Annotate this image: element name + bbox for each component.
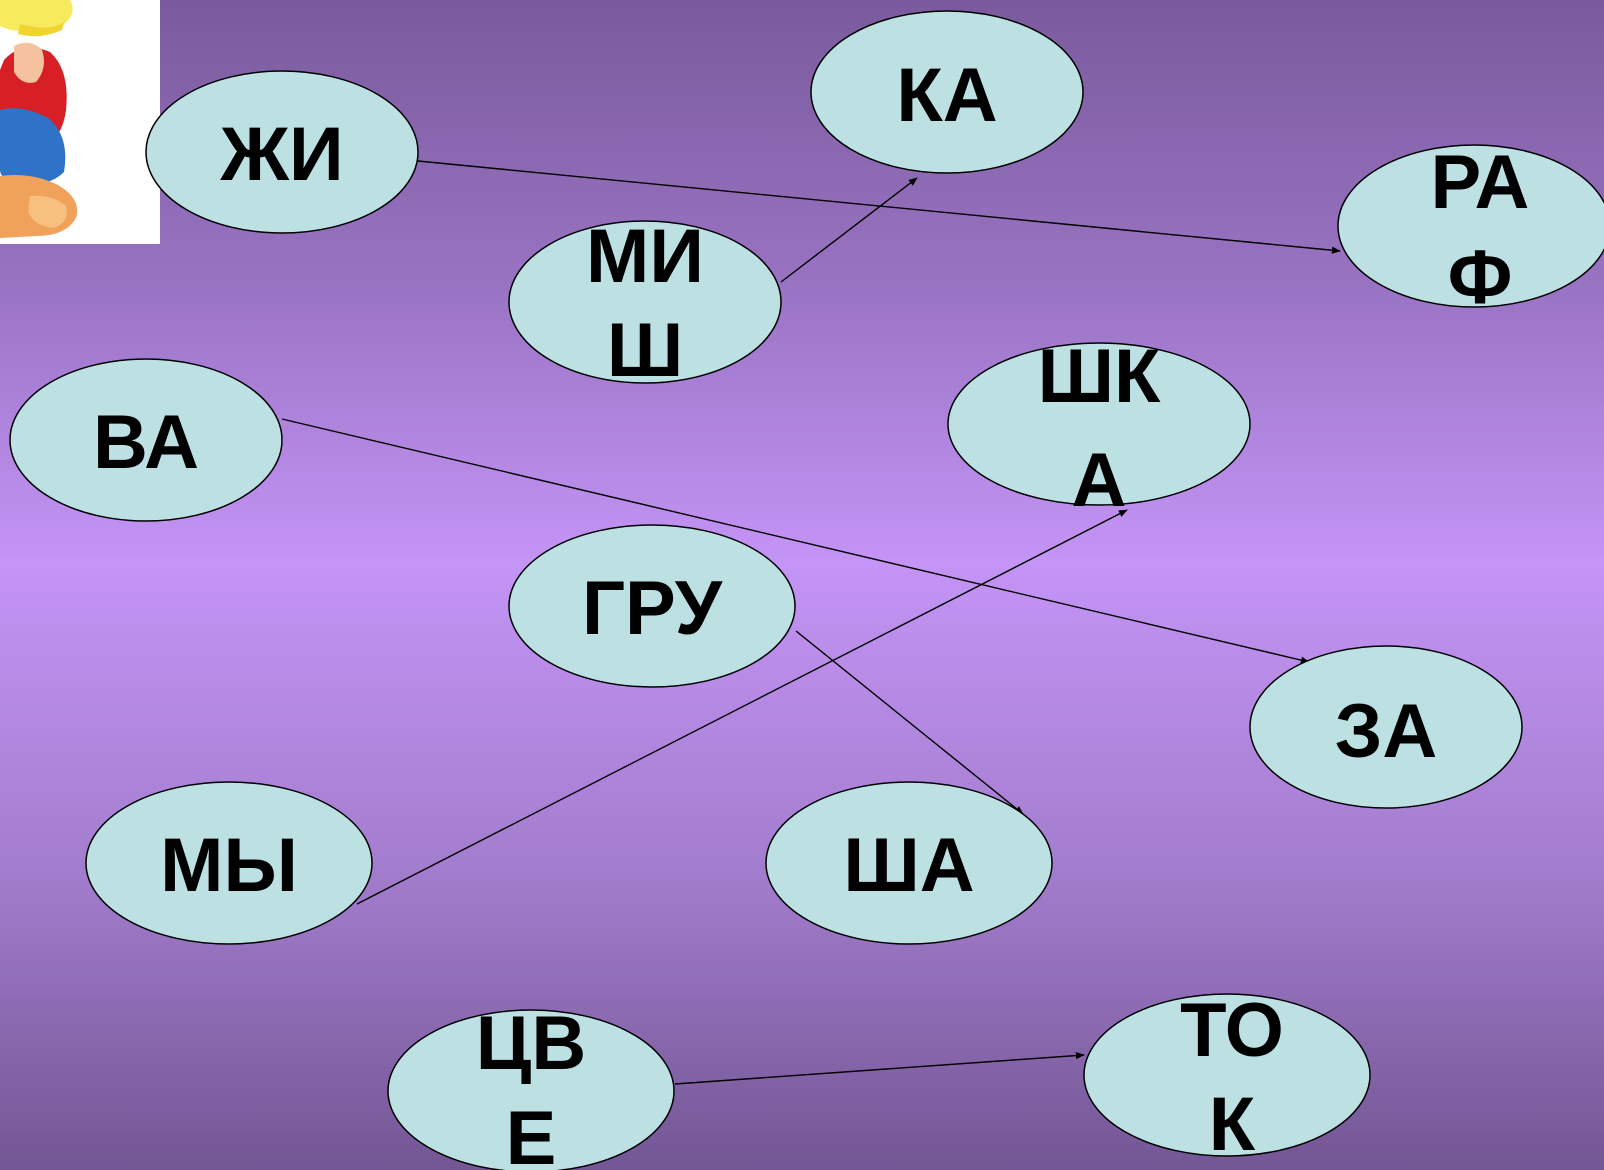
connection-lines [281,160,1341,1085]
syllable-oval-my: МЫ [85,781,373,945]
syllable-label-line-2: Е [506,1096,557,1170]
syllable-label: ЖИ [219,112,343,197]
syllable-oval-zhi: ЖИ [145,70,419,234]
arrow-my-to-shka [356,509,1128,905]
syllable-label-line-1: ТО [1180,988,1284,1073]
arrow-zhi-to-raf [417,160,1341,254]
syllable-label-line-2: К [1209,1082,1256,1167]
syllable-oval-raf: РА Ф [1337,140,1604,320]
cartoon-boy-illustration [0,0,160,244]
syllable-oval-ka: КА [810,10,1084,174]
syllable-oval-sha: ША [765,781,1053,945]
syllable-oval-tsve: ЦВ Е [387,1001,675,1170]
syllable-label-line-1: ШК [1038,334,1161,419]
syllable-oval-tok: ТО К [1083,988,1371,1167]
syllable-oval-mish: МИ Ш [508,214,782,393]
syllable-label: ЗА [1335,689,1438,774]
arrow-va-to-za [281,418,1310,664]
syllable-label-line-2: Ш [607,308,683,393]
syllable-oval-za: ЗА [1249,645,1523,809]
syllable-oval-gru: ГРУ [508,524,796,688]
syllable-label: ША [843,823,974,908]
syllable-oval-va: ВА [9,358,283,522]
syllable-label: КА [896,53,997,138]
syllable-label: ГРУ [582,566,723,651]
syllable-label-line-1: МИ [586,214,704,299]
syllable-label-line-1: ЦВ [476,1001,586,1086]
arrow-tsve-to-tok [674,1051,1085,1085]
syllable-label: МЫ [160,823,298,908]
syllable-label: ВА [93,400,199,485]
syllable-label-line-2: А [1072,438,1127,523]
syllable-label-line-1: РА [1431,140,1530,225]
arrow-mish-to-ka [780,177,918,283]
arrow-gru-to-sha [795,630,1024,815]
syllable-oval-shka: ШК А [947,334,1251,523]
syllable-label-line-2: Ф [1448,235,1513,320]
